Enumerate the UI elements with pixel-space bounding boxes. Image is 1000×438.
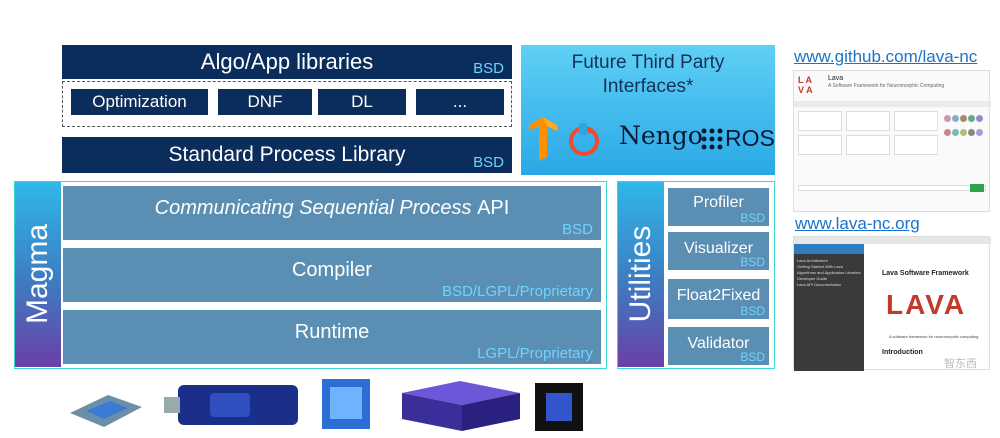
pytorch-icon xyxy=(569,123,599,156)
usb-stick-icon xyxy=(164,385,298,425)
ros-text: ROS xyxy=(725,125,775,151)
future-interfaces-panel: Future Third Party Interfaces* Nengo ROS xyxy=(521,45,775,175)
processor-icon xyxy=(322,379,370,429)
docs-browser-bar xyxy=(794,237,991,244)
algo-items-container: Optimization DNF DL ... xyxy=(62,81,512,127)
runtime-layer: Runtime LGPL/Proprietary xyxy=(63,310,601,364)
loihi-chip-icon xyxy=(70,395,142,427)
docs-nav-1[interactable]: Getting Started With Lava xyxy=(797,264,843,269)
nengo-logo: Nengo xyxy=(619,121,703,150)
board-icon xyxy=(535,383,583,431)
validator-license: BSD xyxy=(740,350,765,364)
utilities-panel: Utilities Profiler BSD Visualizer BSD Fl… xyxy=(617,181,775,369)
compiler-license: BSD/LGPL/Proprietary xyxy=(442,283,593,300)
watermark: 智东西 xyxy=(944,358,977,370)
logo-row xyxy=(527,117,769,161)
visualizer-title: Visualizer xyxy=(683,240,754,257)
standard-license: BSD xyxy=(473,154,504,171)
standard-process-library-panel: Standard Process Library BSD xyxy=(62,137,512,173)
algo-item-dnf: DNF xyxy=(218,89,312,115)
algo-item-more: ... xyxy=(416,89,504,115)
docs-lava-logo: LAVA xyxy=(886,289,967,320)
profiler-item: Profiler BSD xyxy=(668,188,769,226)
algo-app-libraries-panel: Algo/App libraries BSD xyxy=(62,45,512,79)
standard-title: Standard Process Library xyxy=(168,143,406,166)
future-title: Future Third Party Interfaces* xyxy=(571,52,725,97)
float2fixed-title: Float2Fixed xyxy=(676,287,761,304)
algo-item-optimization: Optimization xyxy=(71,89,208,115)
gh-repo-cards xyxy=(798,111,938,181)
docs-intro: Introduction xyxy=(882,349,923,356)
utilities-label: Utilities xyxy=(624,225,657,323)
gh-new-button xyxy=(970,184,984,192)
hardware-row xyxy=(60,375,600,433)
magma-panel: Magma Communicating Sequential Process A… xyxy=(14,181,607,369)
csp-license: BSD xyxy=(562,221,593,238)
gh-avatars xyxy=(944,115,986,141)
github-link[interactable]: www.github.com/lava-nc xyxy=(794,47,978,66)
profiler-title: Profiler xyxy=(693,194,744,211)
csp-italic-text: Communicating Sequential Process xyxy=(154,196,472,219)
gh-tabbar xyxy=(794,101,991,107)
docs-nav-4[interactable]: Lava API Documentation xyxy=(797,282,842,287)
runtime-license: LGPL/Proprietary xyxy=(477,345,593,362)
visualizer-license: BSD xyxy=(740,255,765,269)
compiler-title: Compiler xyxy=(291,258,373,281)
ros-logo: ROS xyxy=(701,125,775,155)
magma-side-bar: Magma xyxy=(15,182,61,367)
docs-screenshot: Lava Architecture Getting Started With L… xyxy=(793,236,991,371)
algo-item-dl: DL xyxy=(318,89,406,115)
server-icon xyxy=(402,381,520,431)
compiler-layer: Compiler BSD/LGPL/Proprietary xyxy=(63,248,601,302)
profiler-license: BSD xyxy=(740,211,765,225)
docs-sidebar: Lava Architecture Getting Started With L… xyxy=(794,244,864,371)
validator-title: Validator xyxy=(687,335,750,352)
docs-nav-0[interactable]: Lava Architecture xyxy=(797,258,828,263)
validator-item: Validator BSD xyxy=(668,327,769,365)
tensorflow-icon xyxy=(529,117,557,161)
tensorflow-pytorch-icons xyxy=(529,117,599,161)
docs-nav-2[interactable]: Algorithms and Application Libraries xyxy=(797,270,861,275)
gh-search-bar xyxy=(798,185,986,191)
csp-api-text: API xyxy=(477,196,510,219)
csp-api-layer: Communicating Sequential Process API BSD xyxy=(63,186,601,240)
docs-link[interactable]: www.lava-nc.org xyxy=(795,214,920,233)
algo-title: Algo/App libraries xyxy=(200,49,374,74)
docs-nav-3[interactable]: Developer Guide xyxy=(797,276,828,281)
utilities-side-bar: Utilities xyxy=(618,182,664,367)
algo-license: BSD xyxy=(473,60,504,77)
float2fixed-license: BSD xyxy=(740,304,765,318)
docs-heading: Lava Software Framework xyxy=(882,270,969,277)
docs-tagline: A software framework for neuromorphic co… xyxy=(889,334,979,339)
runtime-title: Runtime xyxy=(294,320,370,343)
float2fixed-item: Float2Fixed BSD xyxy=(668,279,769,319)
ros-dots-icon xyxy=(701,128,723,150)
visualizer-item: Visualizer BSD xyxy=(668,232,769,270)
magma-label: Magma xyxy=(21,223,54,325)
gh-repo-desc: A Software Framework for Neuromorphic Co… xyxy=(828,83,945,89)
gh-repo-name: Lava xyxy=(828,75,844,82)
